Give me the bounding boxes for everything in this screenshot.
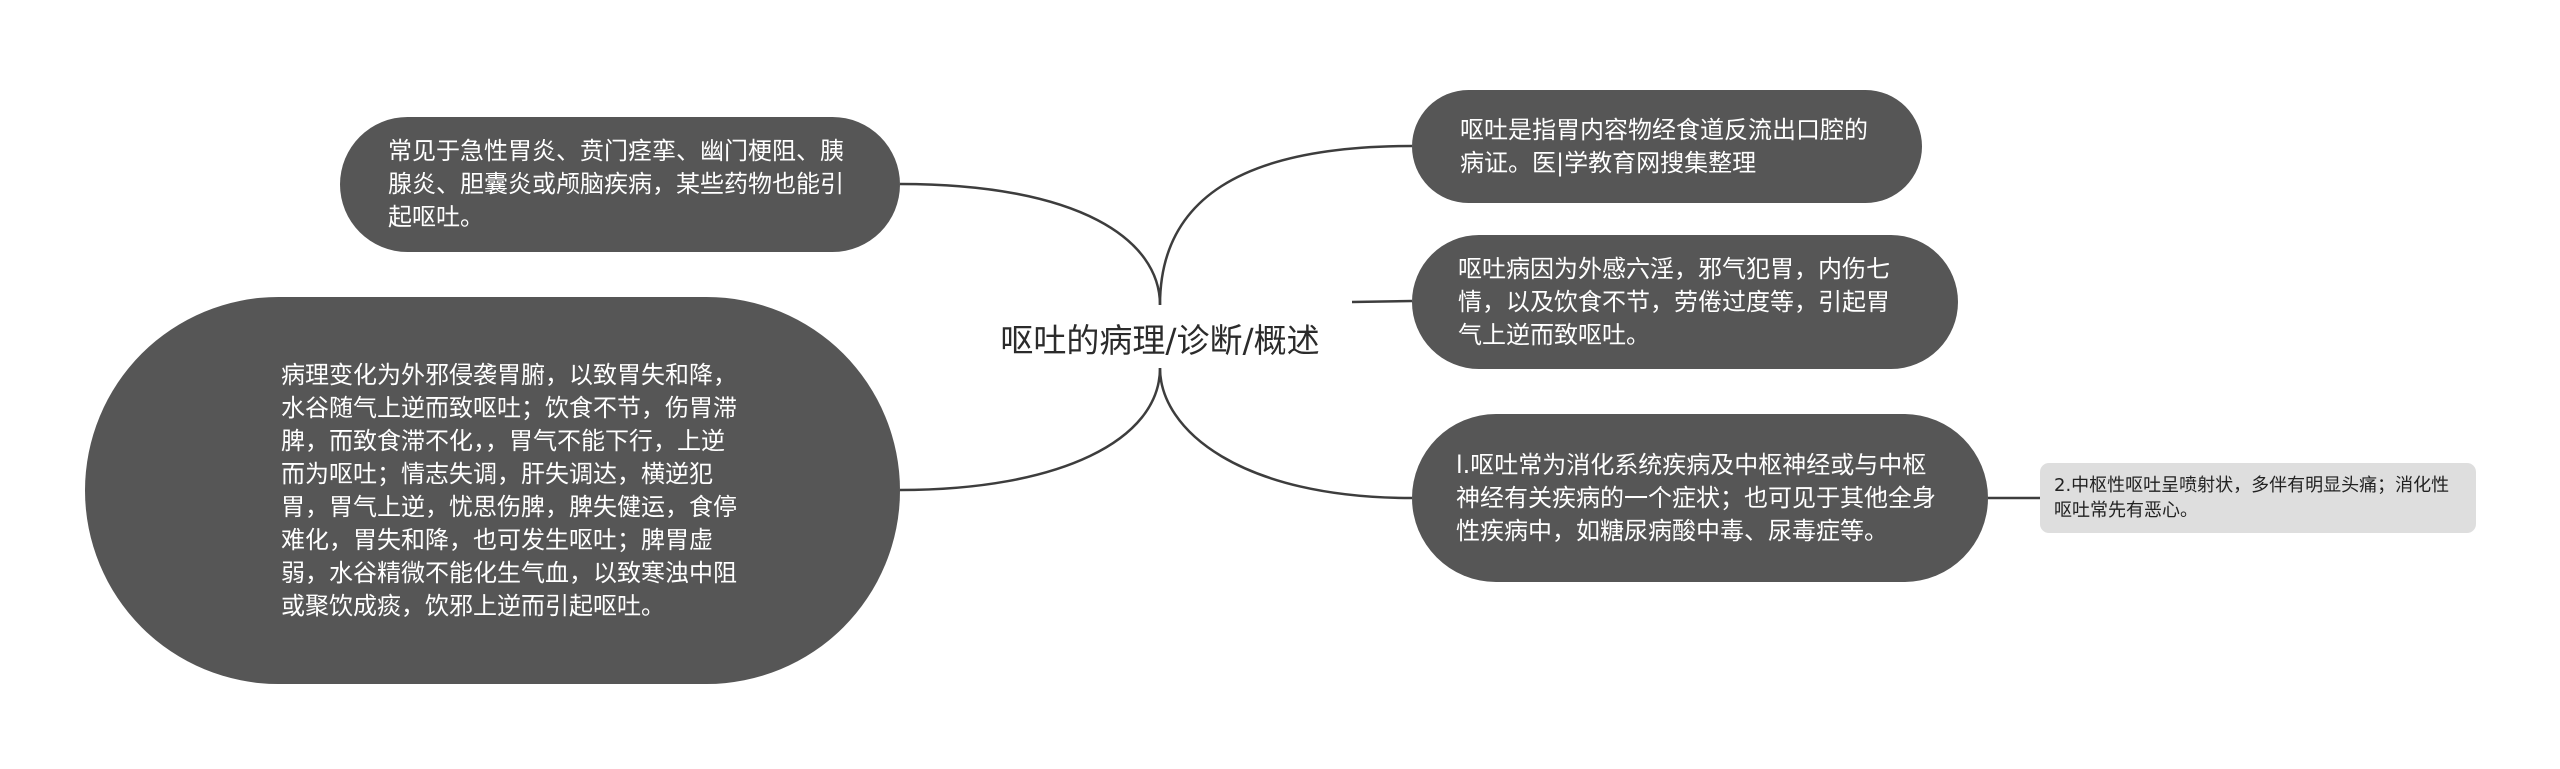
connector-root-to-diseases xyxy=(899,182,1162,306)
root-topic[interactable]: 呕吐的病理/诊断/概述 xyxy=(970,310,1350,366)
node-symptom[interactable]: l.呕吐常为消化系统疾病及中枢神经或与中枢神经有关疾病的一个症状；也可见于其他全… xyxy=(1412,414,1988,582)
connector-root-to-cause xyxy=(1351,299,1413,304)
root-topic-label: 呕吐的病理/诊断/概述 xyxy=(1000,321,1320,360)
connector-root-to-pathology xyxy=(899,367,1162,492)
node-definition-text: 呕吐是指胃内容物经食道反流出口腔的病证。医|学教育网搜集整理 xyxy=(1460,115,1868,177)
node-pathology[interactable]: 病理变化为外邪侵袭胃腑，以致胃失和降，水谷随气上逆而致呕吐；饮食不节，伤胃滞脾，… xyxy=(85,297,900,684)
connector-root-to-symptom xyxy=(1158,367,1413,500)
node-central-vomiting[interactable]: 2.中枢性呕吐呈喷射状，多伴有明显头痛；消化性呕吐常先有恶心。 xyxy=(2040,463,2476,533)
node-central-vomiting-text: 2.中枢性呕吐呈喷射状，多伴有明显头痛；消化性呕吐常先有恶心。 xyxy=(2054,475,2450,521)
connector-root-to-definition xyxy=(1158,144,1413,306)
node-symptom-text: l.呕吐常为消化系统疾病及中枢神经或与中枢神经有关疾病的一个症状；也可见于其他全… xyxy=(1456,450,1936,545)
node-cause-text: 呕吐病因为外感六淫，邪气犯胃，内伤七情，以及饮食不节，劳倦过度等，引起胃气上逆而… xyxy=(1458,254,1890,349)
node-pathology-text: 病理变化为外邪侵袭胃腑，以致胃失和降，水谷随气上逆而致呕吐；饮食不节，伤胃滞脾，… xyxy=(281,360,737,620)
node-related-diseases-text: 常见于急性胃炎、贲门痉挛、幽门梗阻、胰腺炎、胆囊炎或颅脑疾病，某些药物也能引起呕… xyxy=(388,137,844,231)
node-definition[interactable]: 呕吐是指胃内容物经食道反流出口腔的病证。医|学教育网搜集整理 xyxy=(1412,90,1922,203)
node-cause[interactable]: 呕吐病因为外感六淫，邪气犯胃，内伤七情，以及饮食不节，劳倦过度等，引起胃气上逆而… xyxy=(1412,235,1958,369)
node-related-diseases[interactable]: 常见于急性胃炎、贲门痉挛、幽门梗阻、胰腺炎、胆囊炎或颅脑疾病，某些药物也能引起呕… xyxy=(340,117,900,252)
